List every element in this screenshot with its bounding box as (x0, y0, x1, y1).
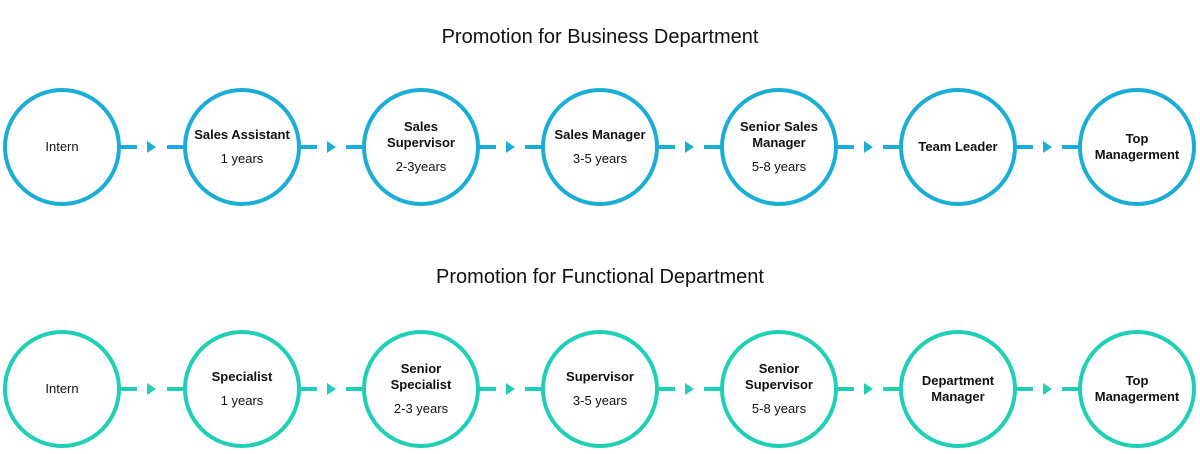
connector-dash (1062, 145, 1084, 149)
role-years: 2-3 years (393, 401, 449, 416)
role-name: Top Managerment (1094, 373, 1180, 404)
role-name: Sales Assistant (194, 127, 290, 142)
role-node: Top Managerment (1078, 330, 1196, 448)
role-node: Senior Specialist 2-3 years (362, 330, 480, 448)
role-years: 5-8 years (751, 159, 807, 174)
arrow-right-icon (505, 383, 515, 395)
role-years: 5-8 years (751, 401, 807, 416)
connector-arrow (474, 141, 547, 153)
connector-dash (346, 145, 368, 149)
role-name: Supervisor (566, 369, 634, 384)
connector-arrow (295, 383, 368, 395)
connector-dash (832, 145, 854, 149)
connector-arrow (295, 141, 368, 153)
arrow-right-icon (1042, 141, 1052, 153)
connector-dash (167, 387, 189, 391)
connector-dash (653, 145, 675, 149)
connector-dash (704, 145, 726, 149)
role-name: Top Managerment (1094, 131, 1180, 162)
role-name: Specialist (211, 369, 273, 384)
role-node: Specialist 1 years (183, 330, 301, 448)
arrow-right-icon (1042, 383, 1052, 395)
role-node: Senior Sales Manager 5-8 years (720, 88, 838, 206)
connector-dash (1011, 145, 1033, 149)
role-years: 3-5 years (572, 151, 628, 166)
role-name: Sales Supervisor (387, 119, 455, 150)
role-node: Top Managerment (1078, 88, 1196, 206)
connector-dash (883, 145, 905, 149)
arrow-right-icon (505, 141, 515, 153)
role-node: Sales Assistant 1 years (183, 88, 301, 206)
section-title: Promotion for Business Department (441, 26, 759, 48)
connector-arrow (115, 141, 189, 153)
role-node: Team Leader (899, 88, 1017, 206)
connector-dash (704, 387, 726, 391)
role-node: Senior Supervisor 5-8 years (720, 330, 838, 448)
connector-arrow (832, 141, 905, 153)
role-name: Intern (45, 381, 79, 396)
role-years: 1 years (220, 151, 264, 166)
role-name: Senior Supervisor (745, 361, 813, 392)
arrow-right-icon (684, 383, 694, 395)
connector-dash (883, 387, 905, 391)
role-node: Supervisor 3-5 years (541, 330, 659, 448)
arrow-right-icon (326, 141, 336, 153)
role-years: 3-5 years (572, 393, 628, 408)
connector-dash (295, 387, 317, 391)
role-years: 1 years (220, 393, 264, 408)
connector-dash (653, 387, 675, 391)
connector-dash (1062, 387, 1084, 391)
section-title: Promotion for Functional Department (436, 266, 764, 288)
role-name: Intern (45, 139, 79, 154)
connector-dash (474, 387, 496, 391)
connector-dash (525, 145, 547, 149)
connector-arrow (1011, 141, 1084, 153)
connector-dash (832, 387, 854, 391)
arrow-right-icon (326, 383, 336, 395)
connector-arrow (653, 141, 726, 153)
role-name: Department Manager (921, 373, 995, 404)
role-name: Sales Manager (554, 127, 646, 142)
arrow-right-icon (684, 141, 694, 153)
promotion-track: Intern Specialist 1 years Senior Specialist… (0, 324, 1200, 454)
connector-dash (167, 145, 189, 149)
role-years: 2-3years (395, 159, 447, 174)
role-node: Sales Manager 3-5 years (541, 88, 659, 206)
connector-arrow (1011, 383, 1084, 395)
role-name: Senior Sales Manager (739, 119, 819, 150)
role-node: Intern (3, 88, 121, 206)
connector-arrow (653, 383, 726, 395)
connector-arrow (474, 383, 547, 395)
connector-dash (295, 145, 317, 149)
arrow-right-icon (147, 383, 156, 395)
connector-arrow (832, 383, 905, 395)
role-node: Sales Supervisor 2-3years (362, 88, 480, 206)
role-name: Senior Specialist (390, 361, 452, 392)
connector-dash (525, 387, 547, 391)
arrow-right-icon (147, 141, 156, 153)
role-node: Intern (3, 330, 121, 448)
connector-dash (346, 387, 368, 391)
promotion-track: Intern Sales Assistant 1 years Sales Superv… (0, 82, 1200, 212)
arrow-right-icon (863, 383, 873, 395)
connector-dash (474, 145, 496, 149)
connector-dash (115, 387, 137, 391)
connector-dash (115, 145, 137, 149)
role-name: Team Leader (918, 139, 998, 154)
connector-arrow (115, 383, 189, 395)
role-node: Department Manager (899, 330, 1017, 448)
arrow-right-icon (863, 141, 873, 153)
connector-dash (1011, 387, 1033, 391)
